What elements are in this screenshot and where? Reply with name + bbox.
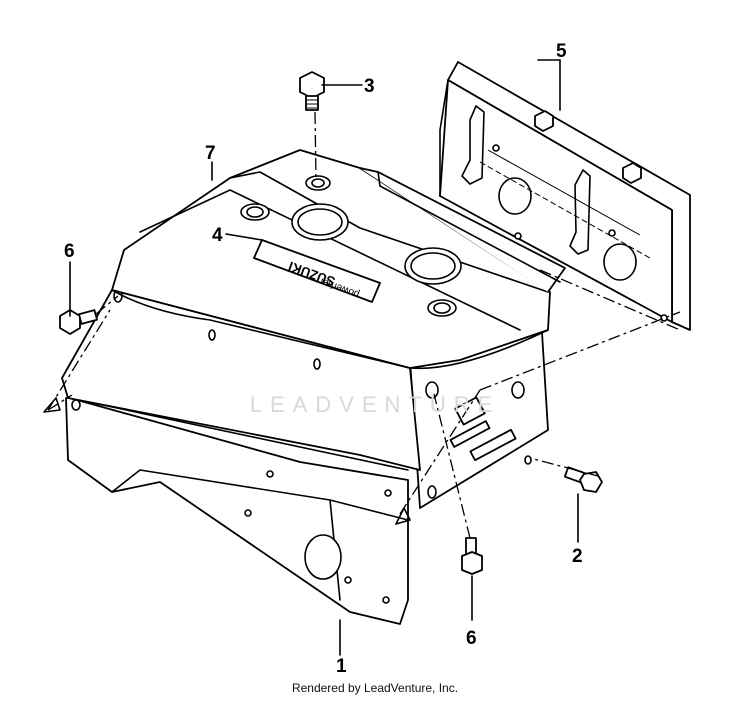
callout-labels: 1 2 3 4 5 6 6 7 (64, 41, 583, 677)
callout-6-left: 6 (64, 241, 75, 262)
footer-credit: Rendered by LeadVenture, Inc. (291, 681, 459, 695)
callout-4: 4 (212, 225, 223, 246)
bolt-part-6-left (59, 309, 98, 335)
leadventure-watermark: LEADVENTURE (249, 392, 501, 417)
callout-1: 1 (336, 656, 347, 677)
bolt-part-3 (299, 71, 325, 111)
callout-3: 3 (364, 76, 375, 97)
leader-lines (43, 59, 681, 656)
bracket-plate-part-5 (439, 61, 691, 331)
suzuki-emblem: SUZUKI powerbar (253, 239, 381, 303)
callout-6-bottom: 6 (466, 628, 477, 649)
callout-5: 5 (556, 41, 567, 62)
bolt-part-2 (563, 466, 603, 493)
callout-7: 7 (205, 143, 216, 164)
bolt-part-6-bottom (461, 537, 483, 575)
engine-cover-part-7: SUZUKI powerbar (61, 149, 566, 509)
callout-2: 2 (572, 546, 583, 567)
